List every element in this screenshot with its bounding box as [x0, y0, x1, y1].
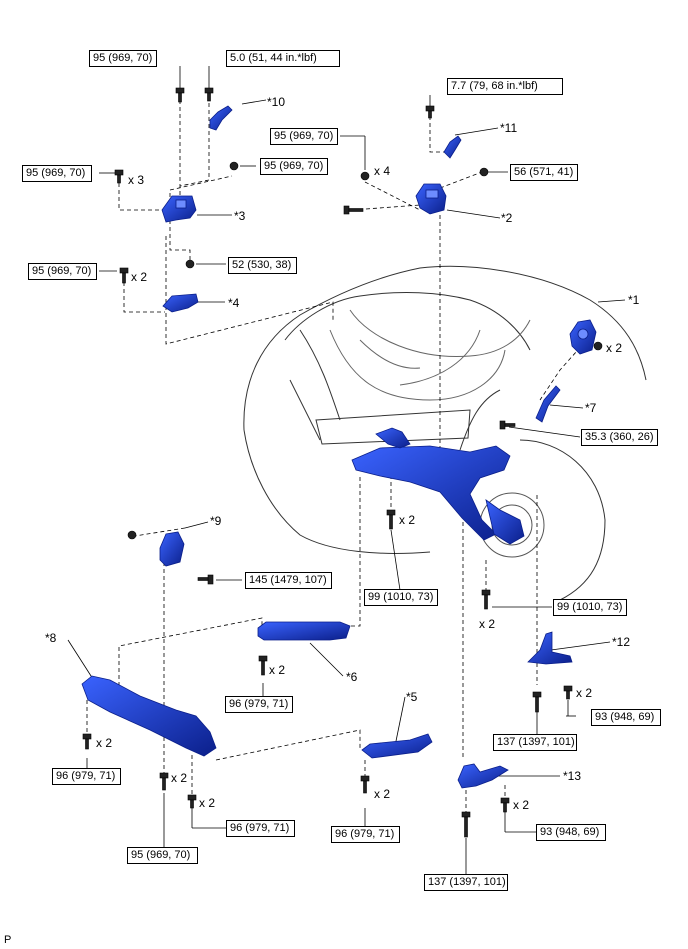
nut-icon: [185, 259, 195, 269]
part-3-mount-bracket: [161, 195, 197, 223]
part-4-mount-plate: [162, 293, 199, 313]
bolt-icon: [159, 772, 169, 791]
bolt-icon: [425, 105, 435, 119]
callout-4: *4: [228, 296, 240, 310]
torque-box-bolt-13-long: 137 (1397, 101): [424, 874, 508, 891]
bolt-icon: [82, 733, 92, 750]
callout-12: *12: [612, 635, 631, 649]
torque-box-bolt-5: 96 (979, 71): [331, 826, 400, 843]
front-suspension-crossmember: [351, 427, 525, 545]
nut-icon: [229, 161, 239, 171]
torque-box-nut-3: 95 (969, 70): [260, 158, 328, 175]
torque-box-bolt-6: 96 (979, 71): [225, 696, 293, 713]
torque-box-nut-52: 52 (530, 38): [228, 257, 297, 274]
qty-bolt-12-short: x 2: [576, 686, 593, 700]
torque-box-nut-2-left: 95 (969, 70): [270, 128, 338, 145]
torque-box-bolt-11: 7.7 (79, 68 in.*lbf): [447, 78, 563, 95]
part-10-bracket: [209, 105, 233, 131]
qty-bolt-3-side: x 3: [128, 173, 145, 187]
part-9-bracket: [159, 531, 185, 567]
bolt-icon: [532, 691, 542, 713]
leader-lines: [67, 66, 626, 874]
callout-3: *3: [234, 209, 246, 223]
fasteners: [82, 87, 603, 838]
qty-nut-2: x 4: [374, 164, 391, 178]
qty-bolt-4: x 2: [131, 270, 148, 284]
torque-box-bolt-3-side: 95 (969, 70): [22, 165, 92, 182]
bolt-icon: [360, 775, 370, 794]
callout-1: *1: [628, 293, 640, 307]
torque-box-bolt-8-center: 95 (969, 70): [127, 847, 198, 864]
callout-2: *2: [501, 211, 513, 225]
torque-box-bolt-7: 35.3 (360, 26): [581, 429, 658, 446]
bolt-icon: [258, 655, 268, 676]
torque-box-bolt-13-short: 93 (948, 69): [536, 824, 606, 841]
qty-bolt-crossmember-left: x 2: [399, 513, 416, 527]
part-12-arm: [527, 631, 573, 665]
bolt-icon: [481, 589, 491, 610]
qty-bolt-6: x 2: [269, 663, 286, 677]
nut-icon: [360, 171, 370, 181]
bolt-icon: [114, 169, 124, 184]
page-footer-code: P: [4, 934, 12, 946]
torque-box-bolt-12-long: 137 (1397, 101): [493, 734, 577, 751]
nut-icon: [593, 341, 603, 351]
bolt-icon: [119, 267, 129, 284]
callout-7: *7: [585, 401, 597, 415]
callout-11: *11: [500, 121, 518, 135]
bolt-icon: [197, 574, 214, 585]
torque-box-bolt-12-short: 93 (948, 69): [591, 709, 661, 726]
bolt-icon: [187, 794, 197, 809]
dashed-alignment-lines: [86, 96, 586, 812]
torque-box-bolt-8-left: 96 (979, 71): [52, 768, 121, 785]
qty-bolt-8-right: x 2: [199, 796, 216, 810]
torque-box-bolt-crossmember-left: 99 (1010, 73): [364, 589, 438, 606]
callout-10: *10: [267, 95, 286, 109]
callout-8: *8: [45, 631, 57, 645]
qty-bolt-8-center: x 2: [171, 771, 188, 785]
part-6-brace: [257, 621, 351, 641]
part-13-arm: [457, 763, 509, 789]
torque-box-bolt-4: 95 (969, 70): [28, 263, 97, 280]
qty-bolt-8-left: x 2: [96, 736, 113, 750]
part-8-front-crossmember: [81, 675, 217, 757]
torque-box-bolt-10: 5.0 (51, 44 in.*lbf): [226, 50, 340, 67]
torque-box-bolt-top-left: 95 (969, 70): [89, 50, 157, 67]
bolt-icon: [386, 509, 396, 530]
bolt-icon: [175, 87, 185, 103]
bolt-icon: [499, 420, 516, 430]
qty-nut-1: x 2: [606, 341, 623, 355]
bolt-icon: [343, 205, 364, 215]
callout-9: *9: [210, 514, 222, 528]
part-1-mount-insulator: [569, 319, 597, 355]
part-5-brace: [361, 733, 433, 759]
torque-box-nut-2-right: 56 (571, 41): [510, 164, 578, 181]
callout-13: *13: [563, 769, 582, 783]
qty-bolt-5: x 2: [374, 787, 391, 801]
bolt-icon: [461, 811, 471, 838]
part-11-bracket: [443, 135, 462, 159]
qty-bolt-13-short: x 2: [513, 798, 530, 812]
part-7-stay: [535, 385, 561, 423]
nut-icon: [127, 530, 137, 540]
bolt-icon: [204, 87, 214, 102]
nut-icon: [479, 167, 489, 177]
torque-box-bolt-9: 145 (1479, 107): [245, 572, 332, 589]
part-2-mount-bracket: [415, 183, 447, 215]
bolt-icon: [563, 685, 573, 700]
torque-box-bolt-8-right: 96 (979, 71): [226, 820, 295, 837]
bolt-icon: [500, 797, 510, 813]
torque-box-bolt-crossmember-right: 99 (1010, 73): [553, 599, 627, 616]
qty-bolt-crossmember-right: x 2: [479, 617, 496, 631]
callout-5: *5: [406, 690, 418, 704]
callout-6: *6: [346, 670, 358, 684]
